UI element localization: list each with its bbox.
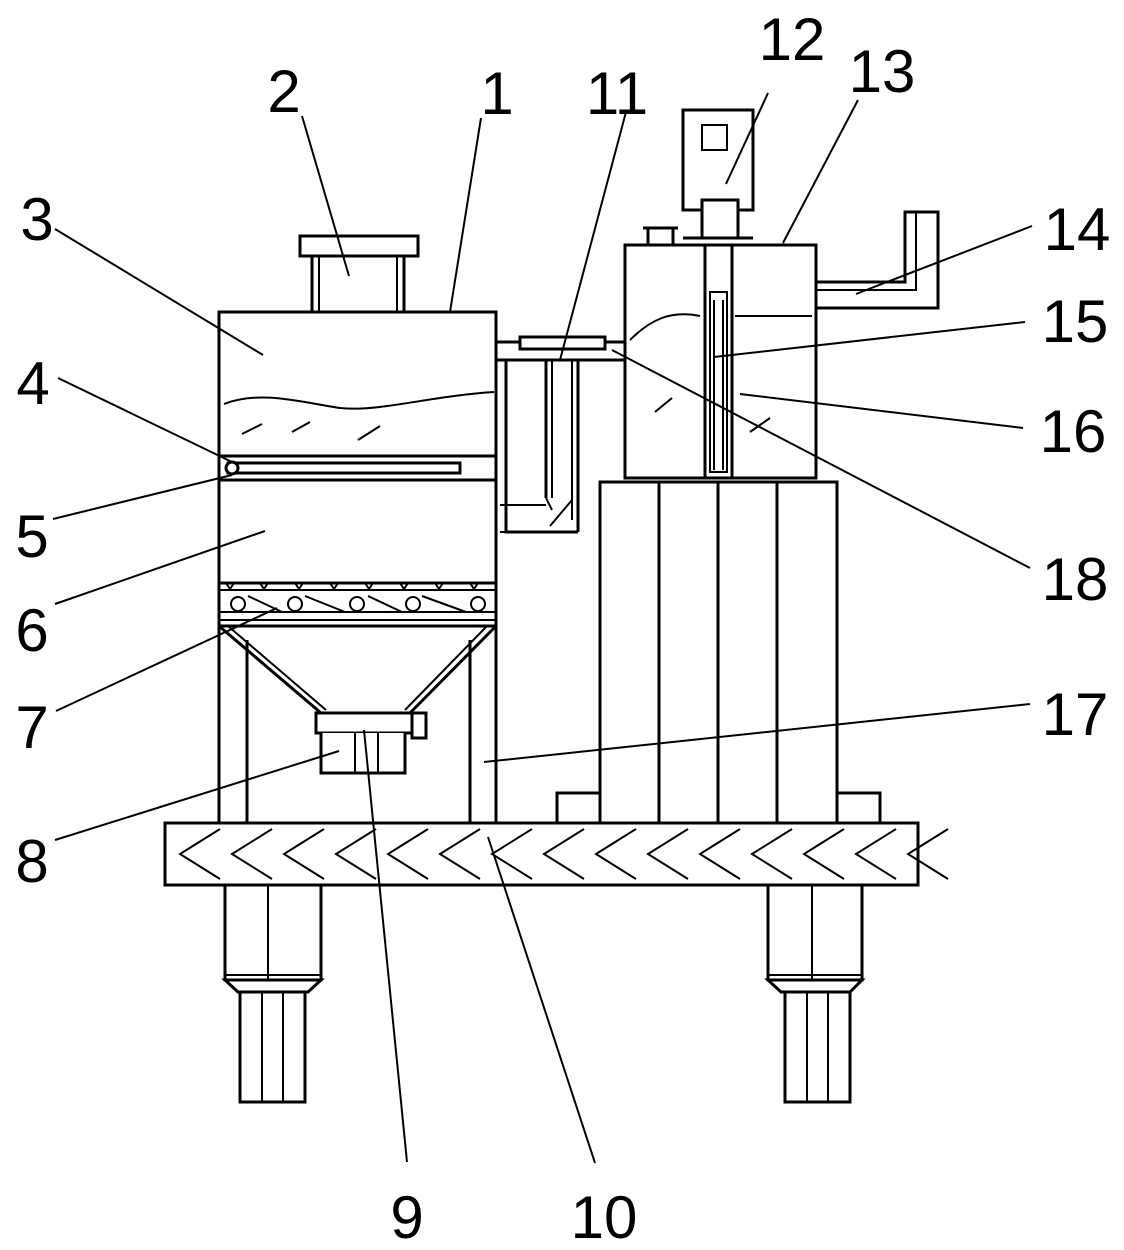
label-12: 12 (759, 6, 826, 73)
right-tank (623, 108, 940, 480)
label-10: 10 (571, 1184, 638, 1250)
chevron-mark (178, 828, 221, 880)
left-leg (221, 883, 325, 1104)
chevron-mark (334, 828, 377, 880)
label-17: 17 (1042, 681, 1109, 748)
reference-labels: 1 2 3 4 5 6 7 8 9 10 11 12 13 14 15 16 1… (15, 6, 1110, 1250)
left-tank (217, 234, 498, 823)
chevron-mark (802, 828, 845, 880)
label-2: 2 (267, 58, 300, 125)
chevron-mark (906, 828, 949, 880)
chevron-mark (594, 828, 637, 880)
label-1: 1 (480, 60, 513, 127)
label-13: 13 (849, 38, 916, 105)
label-3: 3 (20, 186, 53, 253)
label-5: 5 (15, 503, 48, 570)
label-18: 18 (1042, 546, 1109, 613)
base-plate-chevrons (178, 828, 949, 880)
right-stand (555, 480, 882, 825)
chevron-mark (542, 828, 585, 880)
chevron-mark (386, 828, 429, 880)
chevron-mark (230, 828, 273, 880)
connecting-pipe (496, 335, 628, 534)
label-7: 7 (15, 694, 48, 761)
chevron-mark (490, 828, 533, 880)
chevron-mark (438, 828, 481, 880)
label-15: 15 (1042, 288, 1109, 355)
chevron-mark (282, 828, 325, 880)
label-11: 11 (586, 60, 648, 127)
label-14: 14 (1044, 196, 1111, 263)
label-9: 9 (390, 1184, 423, 1250)
label-6: 6 (15, 597, 48, 664)
chevron-mark (750, 828, 793, 880)
right-leg (764, 883, 866, 1104)
outlet-valve (314, 711, 428, 775)
label-16: 16 (1040, 398, 1107, 465)
chevron-mark (698, 828, 741, 880)
chevron-mark (646, 828, 689, 880)
leader-lines (52, 92, 1033, 1164)
label-4: 4 (16, 350, 49, 417)
label-8: 8 (15, 828, 48, 895)
base-plate (163, 821, 949, 887)
chevron-mark (854, 828, 897, 880)
